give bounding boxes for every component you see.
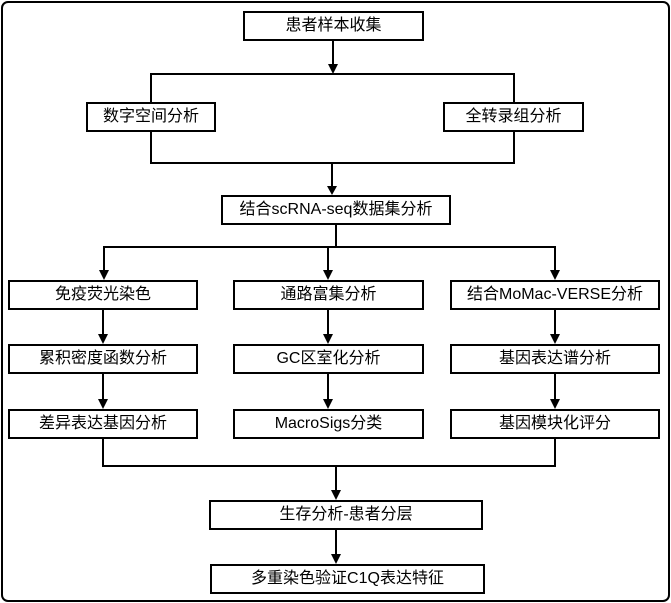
node-multiplex-staining-c1q-validation: 多重染色验证C1Q表达特征 [210,564,485,594]
node-scrna-seq-dataset-analysis: 结合scRNA-seq数据集分析 [221,195,451,225]
node-survival-analysis-patient-stratification: 生存分析-患者分层 [209,500,483,530]
arrow-geneexpr-to-genemodule [550,374,560,409]
node-patient-sample-collection: 患者样本收集 [243,11,424,41]
arrow-split-to-scrna [327,163,337,195]
node-immunofluorescence-staining: 免疫荧光染色 [8,280,198,310]
arrow-immuno-to-cdf [98,310,108,344]
node-gene-expression-profile-analysis: 基因表达谱分析 [450,344,660,374]
arrow-pathway-to-gc [323,310,333,344]
node-momac-verse-analysis: 结合MoMac-VERSE分析 [450,280,660,310]
arrow-survival-to-multiplex [331,530,341,564]
arrow-momac-to-geneexpr [550,310,560,344]
arrow-gc-to-macrosigs [323,374,333,409]
node-gc-compartmentalization-analysis: GC区室化分析 [233,344,424,374]
merge-to-survival [102,439,556,500]
arrow-patient-to-split [328,41,338,74]
node-cumulative-density-function-analysis: 累积密度函数分析 [8,344,198,374]
node-macrosigs-classification: MacroSigs分类 [233,409,424,439]
arrow-cdf-to-deg [98,374,108,409]
node-gene-module-score: 基因模块化评分 [450,409,660,439]
node-differential-expression-gene-analysis: 差异表达基因分析 [8,409,198,439]
node-whole-transcriptome-analysis: 全转录组分析 [443,102,584,132]
branch-scrna-to-columns [99,225,560,280]
node-digital-spatial-analysis: 数字空间分析 [86,102,216,132]
node-pathway-enrichment-analysis: 通路富集分析 [233,280,424,310]
